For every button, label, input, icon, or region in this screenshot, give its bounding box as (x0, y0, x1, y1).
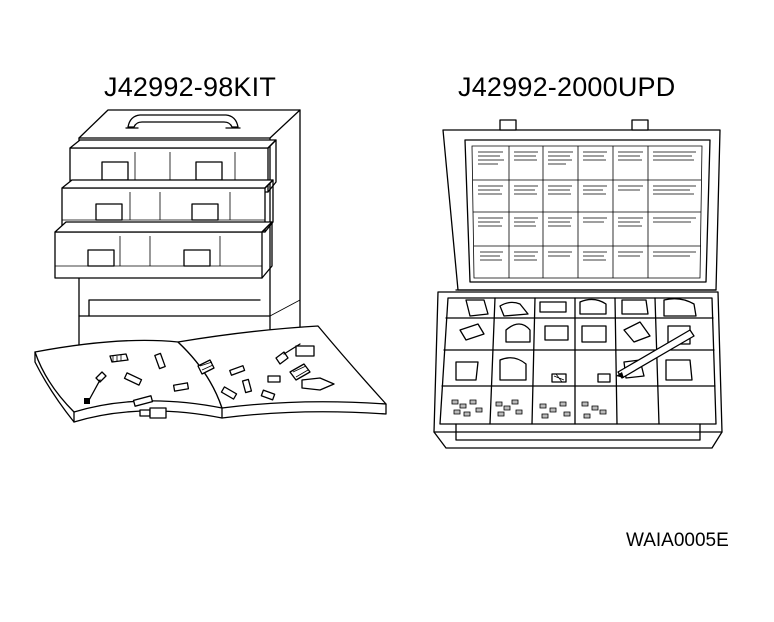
organizer-case (433, 119, 723, 449)
right-kit-label: J42992-2000UPD (458, 72, 676, 102)
booklet (34, 325, 387, 423)
sample-terminals (84, 343, 335, 419)
tray-contents (455, 298, 697, 383)
figure-code: WAIA0005E (626, 530, 729, 551)
drawer-bottom (54, 221, 273, 279)
lid-chart-text (478, 151, 696, 261)
small-terminals (451, 399, 607, 419)
left-kit-label: J42992-98KIT (104, 72, 277, 102)
lid-chart (471, 145, 703, 279)
drawer-middle (61, 179, 274, 233)
